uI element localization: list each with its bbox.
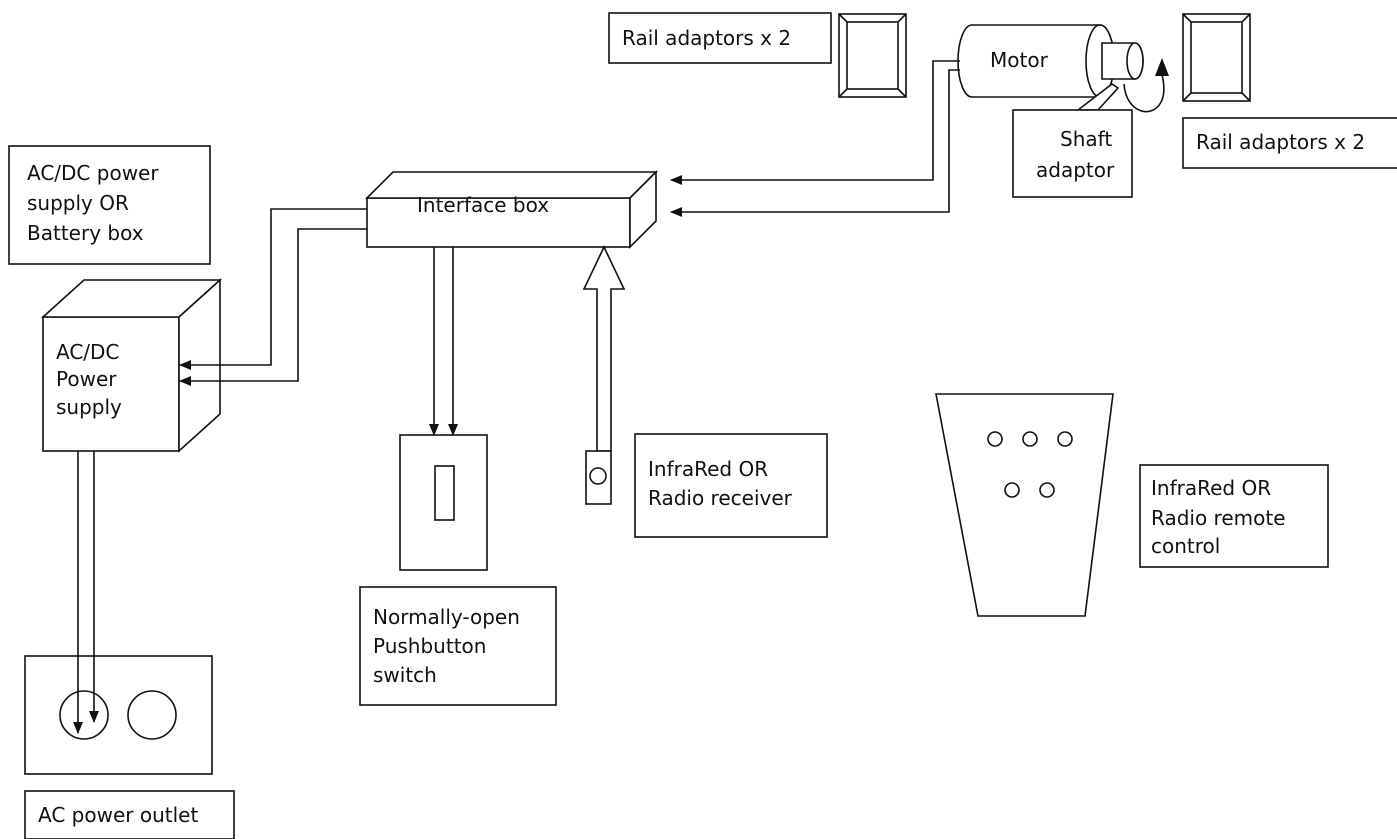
pushbutton-switch [399,434,488,571]
svg-text:Rail adaptors x 2: Rail adaptors x 2 [1196,130,1365,154]
svg-text:Power: Power [56,367,117,391]
motor-wires [670,60,960,217]
svg-text:Motor: Motor [990,48,1049,72]
svg-text:supply OR: supply OR [27,191,129,215]
svg-text:Radio remote: Radio remote [1151,506,1286,530]
svg-text:adaptor: adaptor [1036,158,1115,182]
svg-text:Rail adaptors x 2: Rail adaptors x 2 [622,26,791,50]
svg-text:AC/DC: AC/DC [56,340,119,364]
pushbutton-wires [429,247,458,436]
svg-text:AC power outlet: AC power outlet [38,803,198,827]
ac-dc-power-supply: AC/DC Power supply [40,278,223,453]
svg-text:control: control [1151,534,1220,558]
svg-text:InfraRed OR: InfraRed OR [648,457,768,481]
svg-text:Shaft: Shaft [1060,127,1112,151]
svg-text:switch: switch [373,663,437,687]
motor-shaft [1101,42,1144,80]
power-supply-option-label: AC/DC power supply OR Battery box [8,145,211,265]
rail-adaptor-plate-left [838,13,907,98]
motor: Motor [957,24,1115,98]
svg-text:AC/DC power: AC/DC power [27,161,159,185]
svg-text:Battery box: Battery box [27,221,144,245]
svg-text:supply: supply [56,395,122,419]
remote-control-label: InfraRed OR Radio remote control [1139,464,1329,568]
outlet-wires [73,451,99,734]
receiver-label: InfraRed OR Radio receiver [634,433,828,538]
svg-text:Interface box: Interface box [417,193,549,217]
shaft-adaptor-label: Shaft adaptor [1012,83,1133,198]
power-supply-wires [179,208,367,386]
remote-control [935,393,1114,617]
svg-text:Pushbutton: Pushbutton [373,634,486,658]
pushbutton-switch-label: Normally-open Pushbutton switch [359,586,557,706]
rail-adaptor-plate-right [1182,13,1251,102]
rail-adaptors-right-label: Rail adaptors x 2 [1182,117,1397,169]
ac-power-outlet [24,655,213,775]
rail-adaptors-left-label: Rail adaptors x 2 [608,12,832,64]
receiver [582,245,626,505]
svg-text:InfraRed OR: InfraRed OR [1151,476,1271,500]
svg-text:Normally-open: Normally-open [373,605,520,629]
svg-text:Radio receiver: Radio receiver [648,486,793,510]
interface-box: Interface box [365,170,658,249]
ac-power-outlet-label: AC power outlet [24,790,235,839]
rotation-arrow [1123,58,1169,113]
